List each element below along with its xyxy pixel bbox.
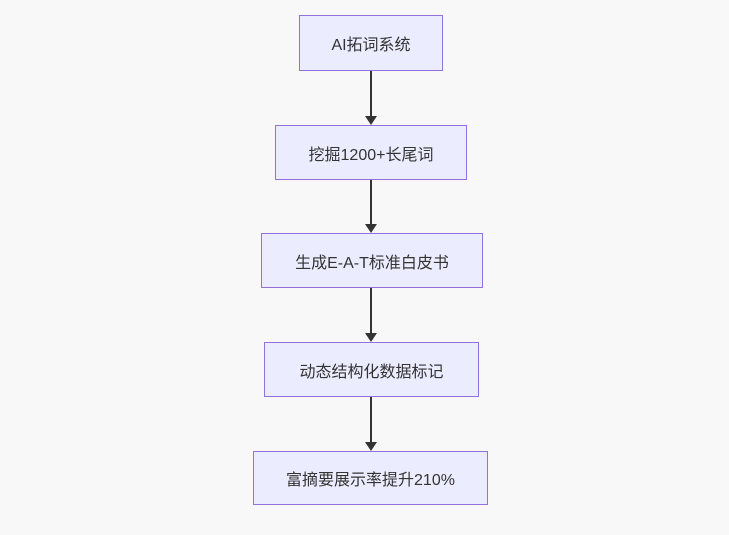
arrow-line	[370, 71, 372, 116]
arrowhead-down-icon	[365, 116, 377, 125]
flow-node-rich-snippet-result: 富摘要展示率提升210%	[253, 451, 488, 505]
arrow-line	[370, 288, 372, 333]
flow-node-ai-keyword-system: AI拓词系统	[299, 15, 443, 71]
flow-arrow-3	[365, 288, 377, 342]
arrow-line	[370, 397, 372, 442]
arrowhead-down-icon	[365, 333, 377, 342]
arrowhead-down-icon	[365, 442, 377, 451]
flow-arrow-4	[365, 397, 377, 451]
arrow-line	[370, 180, 372, 224]
arrowhead-down-icon	[365, 224, 377, 233]
flow-node-eat-whitepaper: 生成E-A-T标准白皮书	[261, 233, 483, 288]
flow-node-longtail-mining: 挖掘1200+长尾词	[275, 125, 467, 180]
flow-arrow-1	[365, 71, 377, 125]
flow-arrow-2	[365, 180, 377, 233]
flow-node-structured-data-markup: 动态结构化数据标记	[264, 342, 479, 397]
